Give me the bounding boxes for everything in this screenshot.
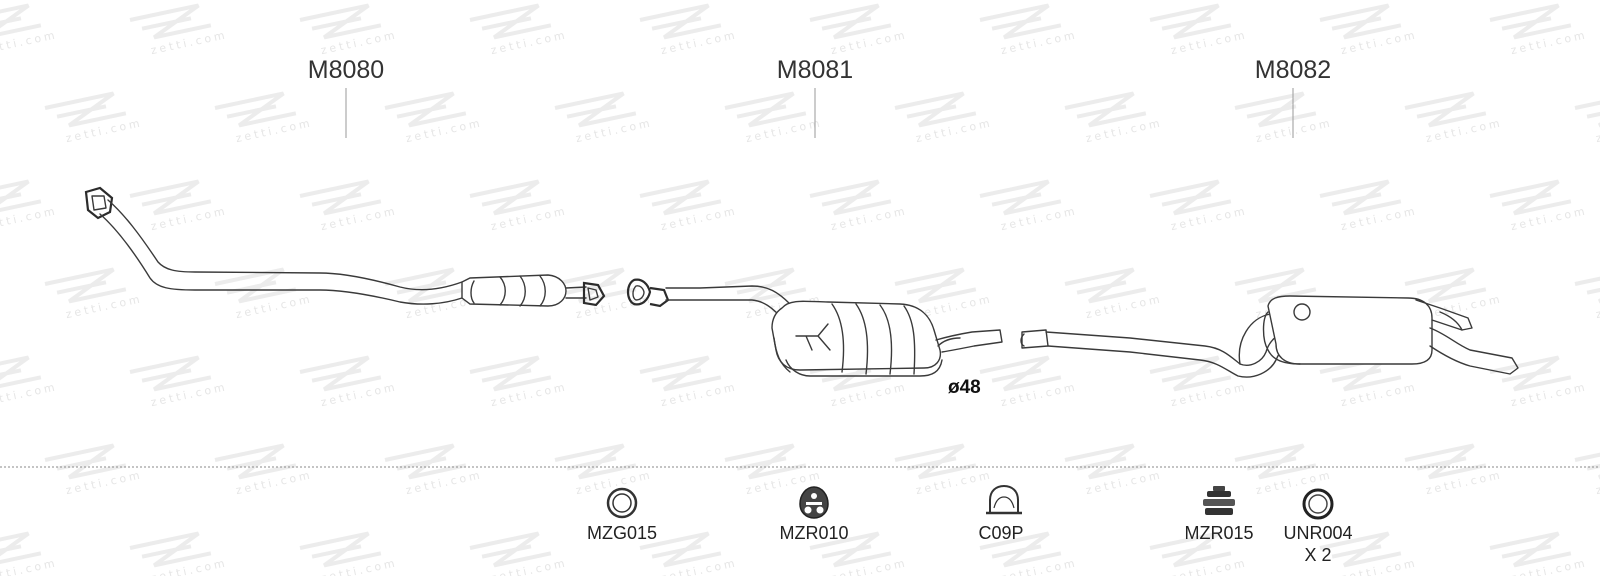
watermark-logo-icon	[214, 91, 297, 128]
watermark-logo-icon	[1574, 443, 1600, 480]
watermark-logo-icon	[1064, 267, 1147, 304]
watermark-logo-icon	[979, 531, 1062, 568]
part-code-m8081[interactable]: M8081	[776, 56, 854, 84]
watermark-logo-icon	[724, 91, 807, 128]
accessory-label-mzg015[interactable]: MZG015	[586, 523, 658, 543]
watermark-logo-icon	[129, 355, 212, 392]
watermark-logo-icon	[1404, 91, 1487, 128]
watermark-logo-icon	[809, 531, 892, 568]
accessory-label-mzr010[interactable]: MZR010	[779, 523, 849, 543]
watermark-tile: zetti.com	[129, 531, 229, 576]
watermark-logo-icon	[469, 355, 552, 392]
watermark-tile: zetti.com	[809, 531, 909, 576]
watermark-tile: zetti.com	[639, 531, 739, 576]
watermark-tile: zetti.com	[979, 531, 1079, 576]
watermark-logo-icon	[809, 3, 892, 40]
rubber-hanger-icon	[799, 486, 829, 519]
watermark-logo-icon	[1319, 355, 1402, 392]
watermark-logo-icon	[1149, 3, 1232, 40]
rubber-mount-icon	[1203, 486, 1235, 515]
watermark-logo-icon	[554, 443, 637, 480]
watermark-logo-icon	[1574, 91, 1600, 128]
accessory-label-unr004[interactable]: UNR004	[1283, 523, 1353, 543]
watermark-logo-icon	[129, 179, 212, 216]
watermark-logo-icon	[1234, 443, 1317, 480]
accessory-quantity-unr004: X 2	[1304, 545, 1332, 565]
watermark-logo-icon	[554, 267, 637, 304]
gasket-ring-icon	[606, 487, 638, 519]
watermark-logo-icon	[214, 267, 297, 304]
watermark-logo-icon	[979, 355, 1062, 392]
watermark-logo-icon	[979, 3, 1062, 40]
watermark-logo-icon	[1489, 3, 1572, 40]
watermark-logo-icon	[1489, 531, 1572, 568]
watermark-logo-icon	[894, 267, 977, 304]
watermark-logo-icon	[299, 3, 382, 40]
watermark-logo-icon	[639, 355, 722, 392]
watermark-logo-icon	[1064, 91, 1147, 128]
watermark-logo-icon	[214, 443, 297, 480]
watermark-logo-icon	[129, 3, 212, 40]
watermark-logo-icon	[1319, 3, 1402, 40]
watermark-logo-icon	[639, 179, 722, 216]
centre-silencer-m8081	[626, 278, 1003, 377]
watermark-logo-icon	[0, 531, 42, 568]
rear-silencer-m8082	[1020, 295, 1519, 378]
watermark-logo-icon	[384, 91, 467, 128]
watermark-tile: zetti.com	[1489, 531, 1589, 576]
watermark-logo-icon	[1404, 267, 1487, 304]
watermark-logo-icon	[44, 91, 127, 128]
watermark-logo-icon	[1149, 531, 1232, 568]
watermark-tile: zetti.com	[1149, 531, 1249, 576]
front-pipe-m8080	[84, 186, 606, 307]
watermark-logo-icon	[1149, 179, 1232, 216]
watermark-logo-icon	[1489, 355, 1572, 392]
watermark-logo-icon	[1319, 179, 1402, 216]
sealing-ring-icon	[1302, 488, 1334, 520]
part-code-m8080[interactable]: M8080	[307, 56, 385, 84]
watermark-logo-icon	[44, 267, 127, 304]
watermark-logo-icon	[0, 3, 42, 40]
watermark-logo-icon	[384, 267, 467, 304]
watermark-logo-icon	[554, 91, 637, 128]
watermark-logo-icon	[1234, 91, 1317, 128]
watermark-logo-icon	[1234, 267, 1317, 304]
watermark-logo-icon	[299, 355, 382, 392]
watermark-logo-icon	[894, 91, 977, 128]
watermark-logo-icon	[809, 179, 892, 216]
watermark-logo-icon	[129, 531, 212, 568]
watermark-logo-icon	[299, 179, 382, 216]
watermark-logo-icon	[469, 3, 552, 40]
accessory-label-c09p[interactable]: C09P	[978, 523, 1024, 543]
accessory-label-mzr015[interactable]: MZR015	[1184, 523, 1254, 543]
watermark-logo-icon	[469, 531, 552, 568]
watermark-logo-icon	[1149, 355, 1232, 392]
part-code-m8082[interactable]: M8082	[1254, 56, 1332, 84]
u-clamp-icon	[986, 484, 1022, 515]
watermark-logo-icon	[0, 179, 42, 216]
watermark-logo-icon	[1574, 267, 1600, 304]
watermark-logo-icon	[639, 3, 722, 40]
watermark-logo-icon	[1319, 531, 1402, 568]
watermark-logo-icon	[639, 531, 722, 568]
watermark-logo-icon	[299, 531, 382, 568]
watermark-tile: zetti.com	[299, 531, 399, 576]
watermark-tile: zetti.com	[469, 531, 569, 576]
diameter-note: ø48	[948, 377, 981, 398]
watermark-logo-icon	[469, 179, 552, 216]
watermark-logo-icon	[0, 355, 42, 392]
watermark-logo-icon	[979, 179, 1062, 216]
watermark-logo-icon	[1489, 179, 1572, 216]
watermark-tile: zetti.com	[1319, 531, 1419, 576]
watermark-logo-icon	[894, 443, 977, 480]
